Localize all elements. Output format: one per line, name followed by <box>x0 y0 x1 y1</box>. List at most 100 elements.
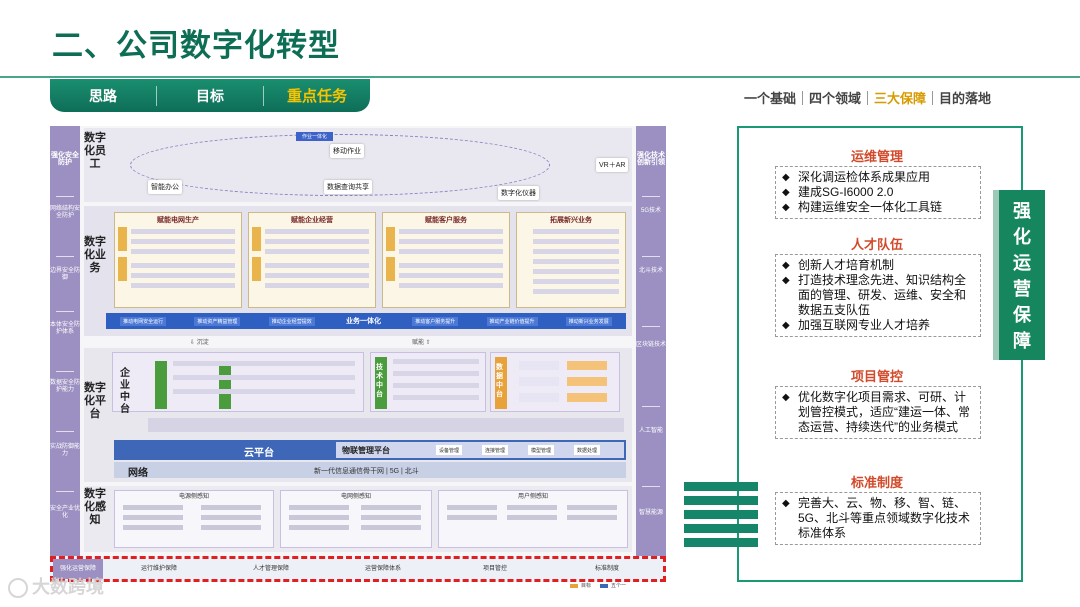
layer-title: 数字化员工 <box>84 132 106 170</box>
divider <box>642 196 660 197</box>
section-box: ◆深化调运检体系成果应用 ◆建成SG-I6000 2.0 ◆构建运维安全一体化工… <box>775 166 981 219</box>
business-row <box>265 239 369 244</box>
left-security-column: 强化安全防护 网络结构安全防护 边界安全防御 本体安全防护体系 数据安全防护能力… <box>50 126 80 556</box>
sensing-box: 用户侧感知 <box>438 490 628 548</box>
business-row <box>533 229 619 234</box>
business-row <box>265 283 369 288</box>
network-text: 新一代信息通信骨干网 | 5G | 北斗 <box>314 468 419 475</box>
bar-item: 推动资产精益管理 <box>194 316 241 326</box>
legend-swatch <box>570 583 578 588</box>
sensing-row <box>361 515 421 520</box>
guarantee-stamp: 强化运营保障 <box>993 190 1045 360</box>
tech-middle-platform: 技术中台 <box>370 352 486 412</box>
right-label: 北斗技术 <box>638 268 663 274</box>
layer-digital-staff: 数字化员工 作业一体化 智能办公 移动作业 数据查询共享 数字化仪器 VR＋AR <box>84 128 632 202</box>
sensing-box: 电网侧感知 <box>280 490 432 548</box>
nav-landing[interactable]: 目的落地 <box>939 91 992 106</box>
business-row <box>399 273 503 278</box>
stamp-text: 强化运营保障 <box>1013 201 1031 351</box>
nav-three-guarantees[interactable]: 三大保障 <box>874 91 927 106</box>
staff-tag: 作业一体化 <box>296 132 334 141</box>
business-row <box>265 249 369 254</box>
divider <box>56 431 74 432</box>
data-cell <box>519 361 559 370</box>
sensing-box-title: 用户侧感知 <box>517 494 548 500</box>
business-row <box>399 239 503 244</box>
business-box-title: 赋能电网生产 <box>157 217 199 224</box>
staff-item: 智能办公 <box>148 180 182 194</box>
business-row <box>265 263 369 268</box>
business-row <box>265 273 369 278</box>
section-box: ◆优化数字化项目需求、可研、计划管控模式，适应“建运一体、常态运营、持续迭代”的… <box>775 386 981 439</box>
bullet-diamond-icon: ◆ <box>782 187 790 198</box>
tab-approach[interactable]: 思路 <box>50 85 157 106</box>
left-label: 网络结构安全防护 <box>50 206 81 219</box>
bar-item: 推动新兴业务发展 <box>565 316 612 326</box>
zone-title: 企业中台 <box>120 368 130 415</box>
sensing-row <box>201 505 261 510</box>
section-title: 人才队伍 <box>850 237 903 252</box>
left-label: 本体安全防护体系 <box>50 322 81 335</box>
divider <box>642 486 660 487</box>
left-label: 边界安全防御 <box>50 268 81 281</box>
bullet-diamond-icon: ◆ <box>782 260 790 271</box>
right-label: 强化技术创新引领 <box>637 152 665 166</box>
bullet-diamond-icon: ◆ <box>782 498 790 509</box>
business-row <box>399 263 503 268</box>
tab-goals[interactable]: 目标 <box>157 85 264 106</box>
guarantee-band-title: 强化运营保障 <box>53 559 103 579</box>
staff-ring <box>130 134 550 196</box>
bullet-text: 构建运维安全一体化工具链 <box>798 200 943 214</box>
bullet-diamond-icon: ◆ <box>782 392 790 403</box>
tech-row <box>393 383 479 388</box>
diagram-legend: 目标 五个一 <box>570 582 626 589</box>
bullet-text: 打造技术理念先进、知识结构全面的管理、研发、运维、安全和数据五支队伍 <box>798 273 967 317</box>
nav-one-foundation[interactable]: 一个基础 <box>744 91 797 106</box>
bar-item: 推动企业经营提效 <box>268 316 315 326</box>
layer-digital-sensing: 数字化感知 电源侧感知 电网侧感知 用户侧感知 <box>84 486 632 552</box>
sensing-row <box>123 515 183 520</box>
guarantee-cell: 标准制度 <box>594 565 619 572</box>
bullet-text: 建成SG-I6000 2.0 <box>798 185 894 199</box>
section-title: 项目管控 <box>850 369 903 384</box>
green-column <box>375 357 387 409</box>
business-row <box>131 239 235 244</box>
right-label: 智慧能源 <box>638 510 663 516</box>
stripe <box>684 524 758 533</box>
up-arrow-icon: ⇧ <box>424 340 431 346</box>
left-label: 强化安全防护 <box>51 152 79 166</box>
section-box: ◆创新人才培育机制 ◆打造技术理念先进、知识结构全面的管理、研发、运维、安全和数… <box>775 254 981 337</box>
business-row <box>399 249 503 254</box>
platform-strip <box>148 418 624 432</box>
tab-key-tasks[interactable]: 重点任务 <box>286 88 347 105</box>
sensing-row <box>201 525 261 530</box>
right-label: 人工智能 <box>638 428 663 434</box>
business-box: 拓展新兴业务 <box>516 212 626 308</box>
guarantee-cell: 运营保障体系 <box>364 565 401 572</box>
sensing-row <box>567 515 617 520</box>
iot-chip: 连接管理 <box>482 445 509 455</box>
bullet-diamond-icon: ◆ <box>782 172 790 183</box>
bullet-text: 创新人才培育机制 <box>798 258 895 272</box>
enterprise-middle-platform <box>112 352 364 412</box>
layer-title: 数字化感知 <box>84 488 106 526</box>
divider <box>642 406 660 407</box>
sensing-row <box>361 525 421 530</box>
business-row <box>533 259 619 264</box>
divider <box>56 256 74 257</box>
business-tag <box>252 227 261 251</box>
tech-row <box>393 359 479 364</box>
iot-chip: 设备管理 <box>436 445 463 455</box>
business-row <box>131 229 235 234</box>
nav-four-domains[interactable]: 四个领域 <box>809 91 862 106</box>
layer-digital-platform: 数字化平台 企业中台 技术中台 数据中台 <box>84 348 632 482</box>
business-row <box>131 249 235 254</box>
bar-item: 推动产业链价值提升 <box>486 316 538 326</box>
bullet-text: 完善大、云、物、移、智、链、5G、北斗等重点领域数字化技术标准体系 <box>798 496 971 540</box>
right-label: 5G技术 <box>640 208 661 214</box>
orange-column <box>495 357 507 409</box>
bar-item-center: 业务一体化 <box>345 318 381 325</box>
guarantee-cell: 人才管理保障 <box>252 565 289 572</box>
business-row <box>399 229 503 234</box>
bullet-diamond-icon: ◆ <box>782 202 790 213</box>
